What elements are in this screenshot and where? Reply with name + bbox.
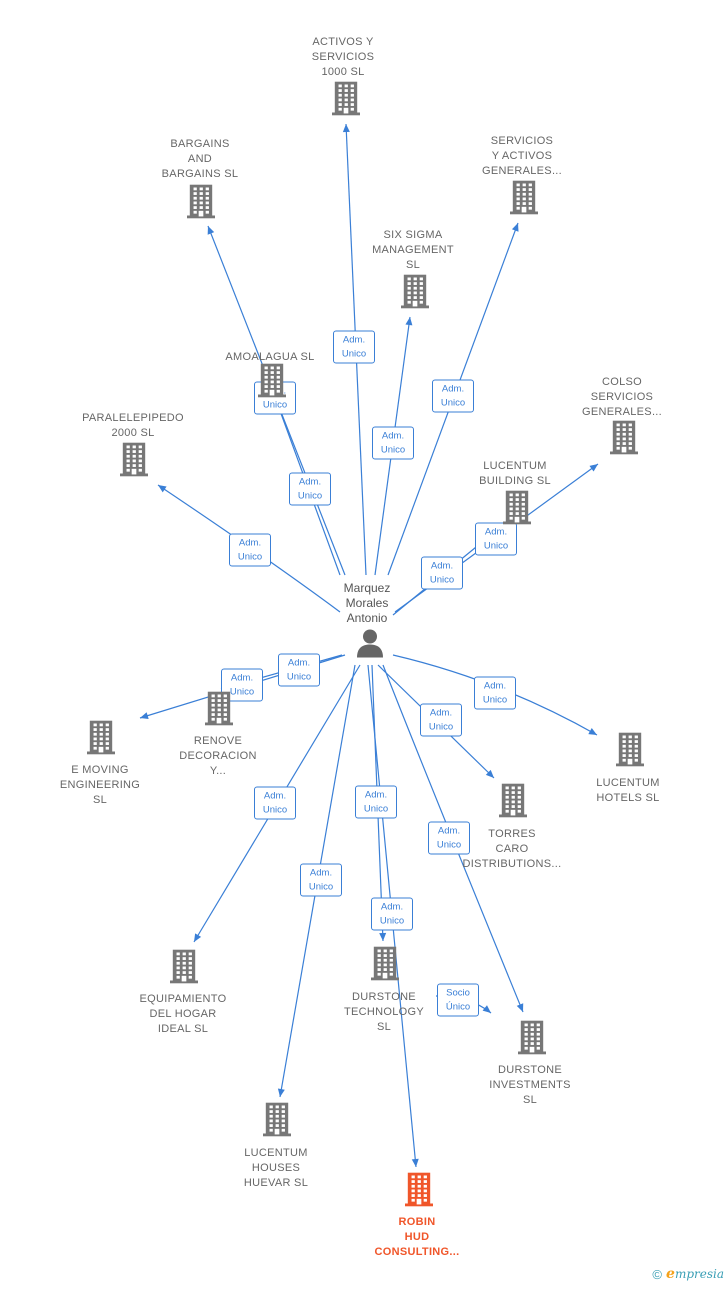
company-name-label[interactable]: SIX SIGMA MANAGEMENT SL bbox=[372, 229, 454, 271]
building-icon[interactable] bbox=[616, 732, 644, 772]
building-icon[interactable] bbox=[371, 946, 399, 986]
company-name-label[interactable]: TORRES CARO DISTRIBUTIONS... bbox=[462, 828, 562, 870]
edge-arrowhead bbox=[194, 933, 202, 942]
company-name-label[interactable]: AMOALAGUA SL bbox=[225, 351, 315, 363]
edge-role-label[interactable]: Adm. Unico bbox=[428, 821, 470, 855]
building-icon[interactable] bbox=[518, 1020, 546, 1060]
company-name-label[interactable]: E MOVING ENGINEERING SL bbox=[59, 764, 141, 806]
edge-arrowhead bbox=[405, 317, 413, 326]
building-icon[interactable] bbox=[401, 274, 429, 314]
edge-role-label[interactable]: Adm. Unico bbox=[278, 653, 320, 687]
relationship-edge bbox=[382, 664, 524, 1013]
building-icon[interactable] bbox=[610, 420, 638, 460]
person-name-label[interactable]: Marquez Morales Antonio bbox=[343, 581, 391, 625]
edge-arrowhead bbox=[379, 932, 387, 941]
edge-arrowhead bbox=[482, 1005, 491, 1013]
edge-role-label[interactable]: Adm. Unico bbox=[372, 426, 414, 460]
building-icon[interactable] bbox=[332, 81, 360, 121]
building-icon[interactable] bbox=[405, 1172, 433, 1212]
building-icon[interactable] bbox=[120, 442, 148, 482]
edge-arrowhead bbox=[485, 769, 494, 778]
building-icon[interactable] bbox=[503, 490, 531, 530]
edge-role-label[interactable]: Socio Único bbox=[437, 983, 479, 1017]
company-name-label[interactable]: LUCENTUM BUILDING SL bbox=[479, 460, 551, 487]
company-name-label[interactable]: ROBIN HUD CONSULTING... bbox=[374, 1216, 460, 1258]
company-name-label[interactable]: PARALELEPIPEDO 2000 SL bbox=[82, 412, 184, 439]
edge-arrowhead bbox=[516, 1003, 524, 1012]
edge-arrowhead bbox=[511, 223, 519, 232]
edge-role-label[interactable]: Adm. Unico bbox=[355, 785, 397, 819]
edge-role-label[interactable]: Adm. Unico bbox=[254, 786, 296, 820]
company-name-label[interactable]: DURSTONE TECHNOLOGY SL bbox=[343, 991, 425, 1033]
edge-role-label[interactable]: Adm. Unico bbox=[432, 379, 474, 413]
edge-role-label[interactable]: Adm. Unico bbox=[300, 863, 342, 897]
edge-arrowhead bbox=[589, 464, 598, 472]
footer-brand: © empresia bbox=[652, 1266, 724, 1282]
edge-role-label[interactable]: Adm. Unico bbox=[420, 703, 462, 737]
building-icon[interactable] bbox=[87, 720, 115, 760]
edge-role-label[interactable]: Adm. Unico bbox=[221, 668, 263, 702]
company-name-label[interactable]: ACTIVOS Y SERVICIOS 1000 SL bbox=[311, 36, 375, 78]
edge-arrowhead bbox=[342, 124, 350, 133]
building-icon[interactable] bbox=[258, 363, 286, 403]
company-name-label[interactable]: EQUIPAMIENTO DEL HOGAR IDEAL SL bbox=[139, 993, 227, 1035]
building-icon[interactable] bbox=[187, 184, 215, 224]
company-name-label[interactable]: LUCENTUM HOUSES HUEVAR SL bbox=[243, 1147, 309, 1189]
edge-arrowhead bbox=[411, 1158, 419, 1167]
company-name-label[interactable]: COLSO SERVICIOS GENERALES... bbox=[581, 376, 663, 418]
company-name-label[interactable]: LUCENTUM HOTELS SL bbox=[596, 777, 660, 804]
building-icon[interactable] bbox=[499, 783, 527, 823]
edge-role-label[interactable]: Adm. Unico bbox=[421, 556, 463, 590]
edge-arrowhead bbox=[158, 485, 167, 493]
building-icon[interactable] bbox=[170, 949, 198, 989]
company-name-label[interactable]: BARGAINS AND BARGAINS SL bbox=[161, 138, 239, 180]
edge-role-label[interactable]: Adm. Unico bbox=[474, 676, 516, 710]
edge-role-label[interactable]: Adm. Unico bbox=[289, 472, 331, 506]
company-name-label[interactable]: SERVICIOS Y ACTIVOS GENERALES... bbox=[481, 135, 563, 177]
building-icon[interactable] bbox=[263, 1102, 291, 1142]
edge-role-label[interactable]: Adm. Unico bbox=[475, 522, 517, 556]
person-icon[interactable] bbox=[355, 628, 385, 663]
edge-arrowhead bbox=[140, 712, 149, 719]
company-name-label[interactable]: RENOVE DECORACION Y... bbox=[179, 735, 257, 777]
building-icon[interactable] bbox=[510, 180, 538, 220]
edge-arrowhead bbox=[277, 1088, 285, 1097]
edge-arrowhead bbox=[207, 226, 215, 235]
copyright-symbol: © bbox=[652, 1266, 663, 1282]
edge-role-label[interactable]: Adm. Unico bbox=[371, 897, 413, 931]
empresia-logo[interactable]: empresia bbox=[666, 1266, 724, 1282]
edge-arrowhead bbox=[588, 728, 597, 735]
building-icon[interactable] bbox=[205, 691, 233, 731]
edge-role-label[interactable]: Adm. Unico bbox=[229, 533, 271, 567]
edge-role-label[interactable]: Adm. Unico bbox=[333, 330, 375, 364]
company-name-label[interactable]: DURSTONE INVESTMENTS SL bbox=[489, 1064, 571, 1106]
